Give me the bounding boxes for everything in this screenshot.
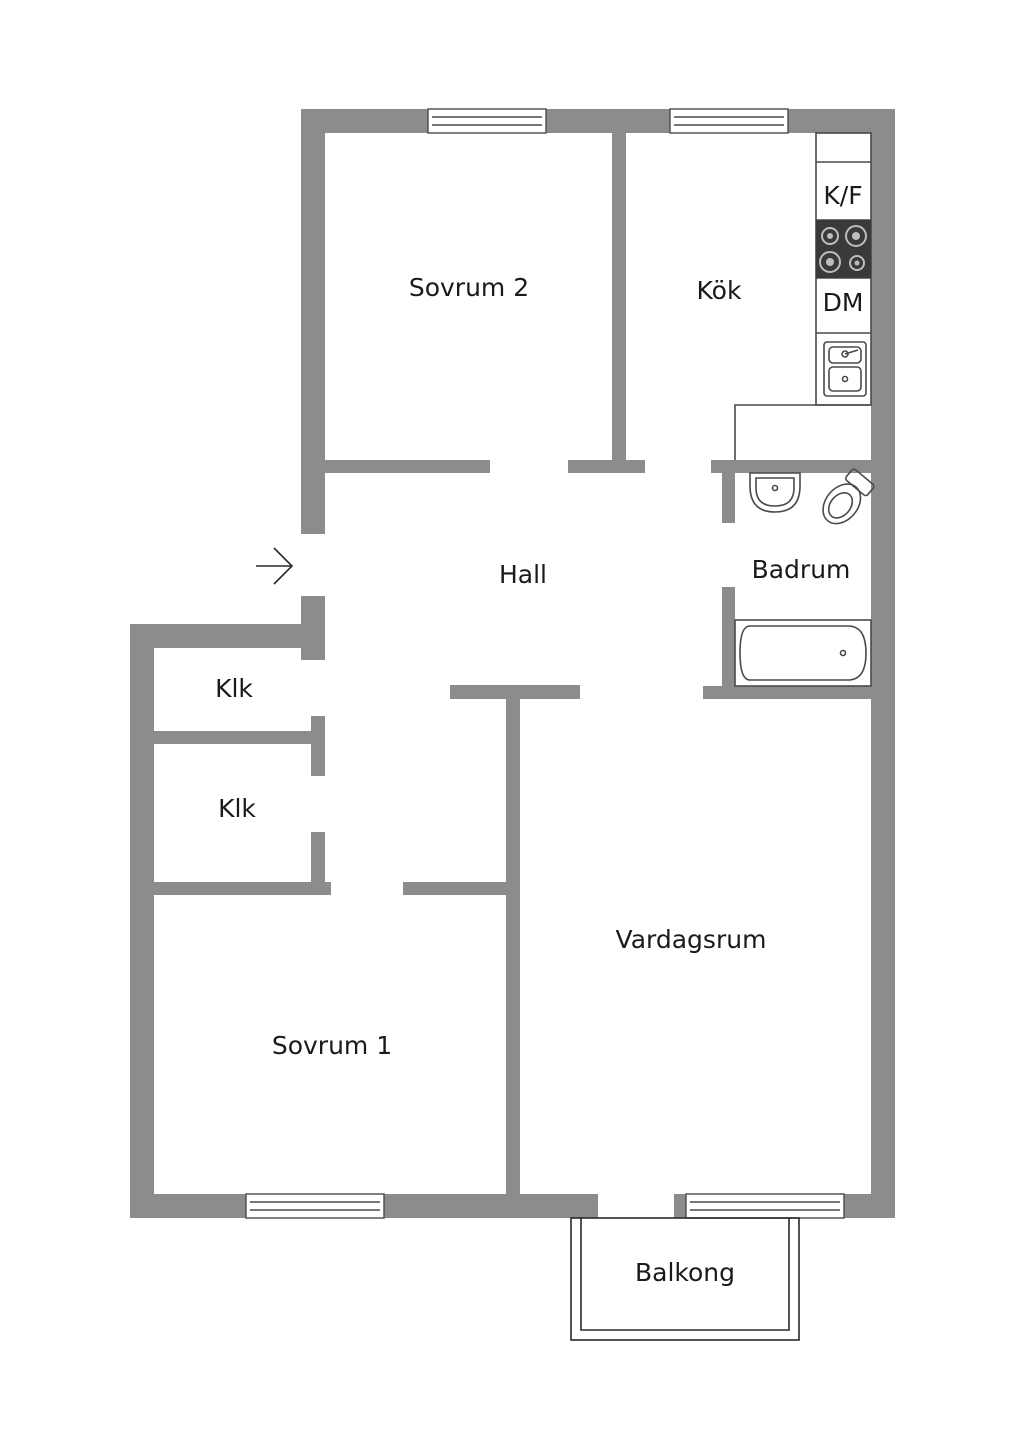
kitchen-sink-icon bbox=[823, 341, 867, 397]
room-label-kok: Kök bbox=[697, 276, 742, 305]
exterior-walls bbox=[130, 109, 895, 1218]
window-sovrum1 bbox=[245, 1193, 385, 1219]
window-sovrum2 bbox=[427, 108, 547, 134]
room-label-vardagsrum: Vardagsrum bbox=[616, 925, 767, 954]
room-label-badrum: Badrum bbox=[752, 555, 851, 584]
window-vardagsrum bbox=[685, 1193, 845, 1219]
balcony bbox=[570, 1217, 800, 1341]
windows bbox=[245, 108, 845, 1219]
bathtub-icon bbox=[734, 619, 872, 687]
entrance-arrow-icon bbox=[256, 547, 294, 585]
window-kok bbox=[669, 108, 789, 134]
bathroom-sink-icon bbox=[749, 472, 801, 513]
fridge-freezer-label: K/F bbox=[823, 181, 862, 210]
dishwasher: DM bbox=[823, 288, 864, 317]
room-label-sovrum-2: Sovrum 2 bbox=[409, 273, 529, 302]
room-labels: Sovrum 2 Kök Hall Badrum Klk Klk Vardags… bbox=[215, 273, 850, 1287]
interior-walls bbox=[154, 133, 871, 1194]
room-label-hall: Hall bbox=[499, 560, 547, 589]
room-label-klk-2: Klk bbox=[218, 794, 256, 823]
balcony-door-opening bbox=[598, 1194, 674, 1218]
stove-icon bbox=[816, 220, 871, 278]
room-label-balkong: Balkong bbox=[635, 1258, 735, 1287]
dishwasher-label: DM bbox=[823, 288, 864, 317]
room-label-sovrum-1: Sovrum 1 bbox=[272, 1031, 392, 1060]
toilet-icon bbox=[822, 468, 875, 525]
fridge-freezer: K/F bbox=[823, 181, 862, 210]
room-label-klk-1: Klk bbox=[215, 674, 253, 703]
